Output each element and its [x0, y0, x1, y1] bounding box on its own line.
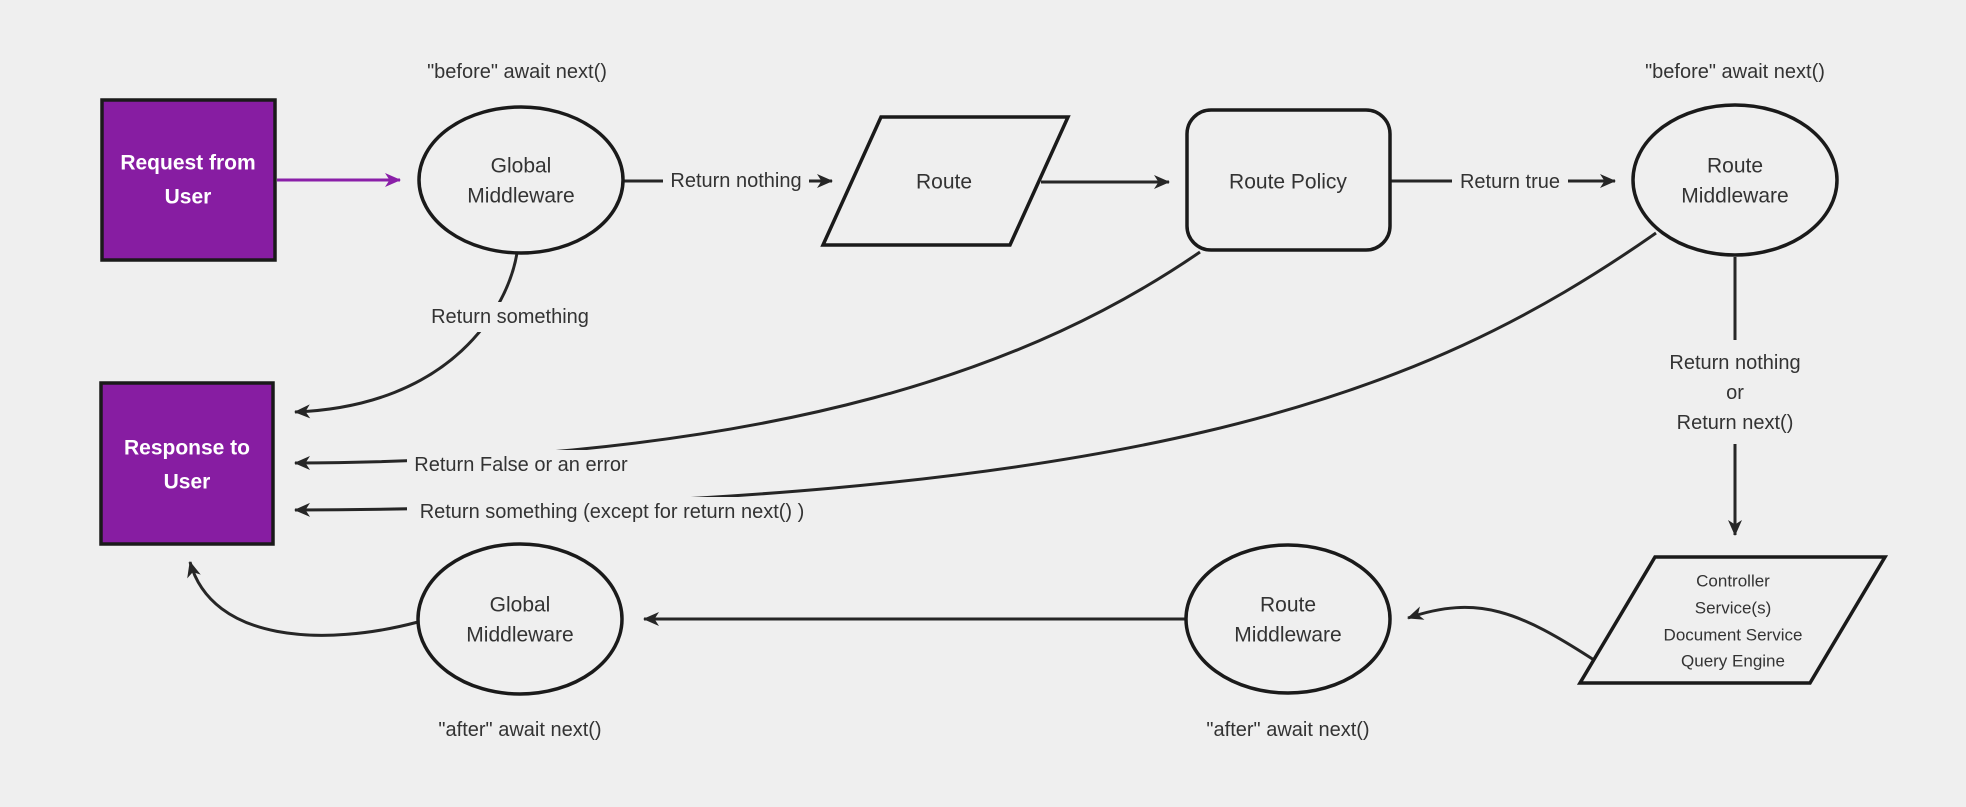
node-route-middleware-top-label-line1: Route [1707, 155, 1763, 178]
node-controller-services-label-line2: Service(s) [1695, 599, 1772, 618]
edge-label-return-nothing: Return nothing [670, 170, 801, 192]
node-global-middleware-top-label-line2: Middleware [467, 185, 574, 208]
node-route-policy-label: Route Policy [1229, 171, 1347, 194]
node-request-from-user-label-line2: User [165, 186, 212, 209]
label-mask-return-something [424, 302, 596, 332]
node-controller-services-label-line4: Query Engine [1681, 652, 1785, 671]
node-route-middleware-bottom-label-line1: Route [1260, 594, 1316, 617]
node-route-middleware-bottom-label-line2: Middleware [1234, 624, 1341, 647]
node-route-label: Route [916, 171, 972, 194]
edge-label-return-something-except: Return something (except for return next… [420, 501, 805, 523]
label-mask-return-true [1452, 167, 1568, 196]
node-response-to-user-label-line1: Response to [124, 437, 250, 460]
annotation-after-await-bottom-left: "after" await next() [438, 719, 601, 741]
edge-controller-to-route-middleware-bottom [1407, 606, 1595, 662]
label-mask-return-something-except [407, 497, 817, 527]
edge-label-return-nothing-or-line1: Return nothing [1669, 352, 1800, 374]
node-global-middleware-bottom-label-line1: Global [490, 594, 551, 617]
node-global-middleware-bottom [416, 542, 624, 696]
edge-label-return-nothing-or-line3: Return next() [1677, 412, 1794, 434]
node-response-to-user-label-line2: User [164, 471, 211, 494]
edge-label-return-true: Return true [1460, 171, 1560, 193]
node-route-middleware-top [1631, 103, 1839, 257]
label-mask-return-nothing-or [1662, 340, 1810, 444]
node-controller-services [1576, 555, 1889, 685]
node-controller-services-label-line3: Document Service [1664, 626, 1803, 645]
annotation-before-await-right: "before" await next() [1645, 61, 1825, 83]
node-global-middleware-bottom-label-line2: Middleware [466, 624, 573, 647]
node-global-middleware-top-label-line1: Global [491, 155, 552, 178]
node-route-policy [1185, 108, 1392, 252]
label-mask-return-false [407, 450, 635, 480]
annotation-after-await-bottom-right: "after" await next() [1206, 719, 1369, 741]
edge-return-false-to-response [294, 250, 1201, 470]
node-route-middleware-bottom [1184, 543, 1392, 695]
edge-global-middleware-bottom-to-response [187, 561, 419, 637]
node-response-to-user [99, 381, 275, 546]
edge-return-something-to-response [294, 252, 519, 419]
node-global-middleware-top [417, 105, 625, 255]
node-request-from-user [100, 98, 277, 262]
node-route [820, 115, 1071, 247]
edge-label-return-nothing-or-line2: or [1726, 382, 1744, 404]
node-request-from-user-label-line1: Request from [120, 152, 255, 175]
edge-label-return-something: Return something [431, 306, 589, 328]
label-mask-return-nothing [663, 166, 809, 196]
node-controller-services-label-line1: Controller [1696, 572, 1770, 591]
annotation-before-await-left: "before" await next() [427, 61, 607, 83]
node-route-middleware-top-label-line2: Middleware [1681, 185, 1788, 208]
edge-label-return-false-or-error: Return False or an error [414, 454, 628, 476]
